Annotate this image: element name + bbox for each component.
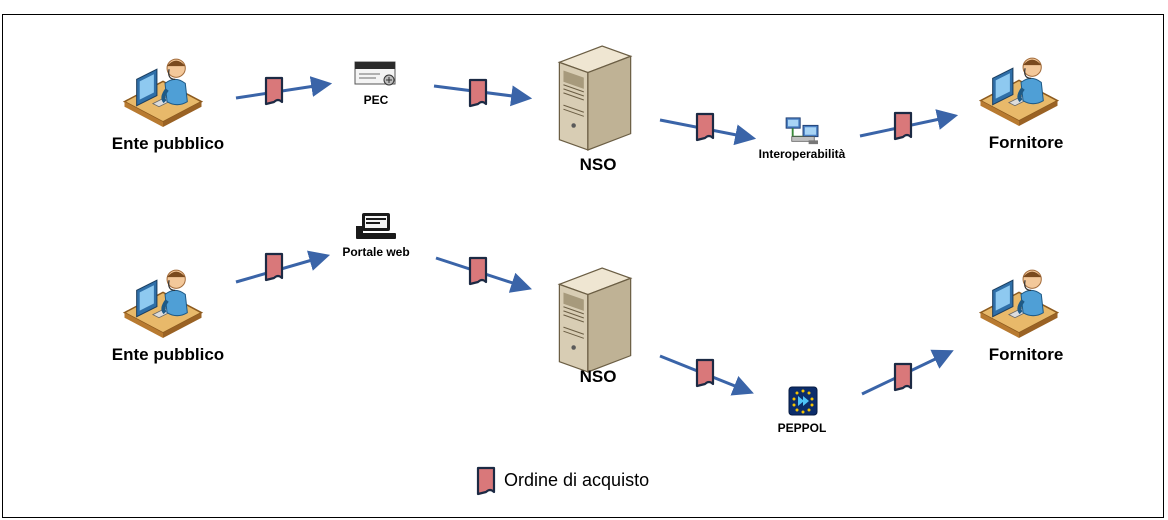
- server-icon: [558, 45, 632, 151]
- network-computers-icon: [785, 116, 819, 146]
- purchase-order-document-icon: [893, 362, 913, 392]
- nso-label: NSO: [580, 367, 617, 386]
- pec-label: PEC: [364, 93, 389, 107]
- ente-pubblico-label: Ente pubblico: [112, 134, 224, 153]
- ente-pubblico-label: Ente pubblico: [112, 345, 224, 364]
- purchase-order-document-icon: [476, 466, 496, 496]
- legend: Ordine di acquisto: [476, 466, 649, 496]
- legend-label: Ordine di acquisto: [504, 470, 649, 490]
- interoperabilita-label: Interoperabilità: [759, 147, 846, 161]
- purchase-order-document-icon: [695, 358, 715, 388]
- row-2: Ente pubblico Portale web NSO PEPPOL For…: [112, 213, 1064, 435]
- purchase-order-document-icon: [264, 76, 284, 106]
- person-at-computer-icon: [980, 270, 1057, 338]
- fornitore-label: Fornitore: [989, 345, 1064, 364]
- person-at-computer-icon: [980, 58, 1057, 126]
- person-at-computer-icon: [124, 270, 201, 338]
- person-at-computer-icon: [124, 59, 201, 127]
- peppol-label: PEPPOL: [778, 421, 827, 435]
- server-icon: [558, 267, 632, 373]
- purchase-order-document-icon: [468, 256, 488, 286]
- portale-web-label: Portale web: [342, 245, 409, 259]
- purchase-order-document-icon: [695, 112, 715, 142]
- nso-label: NSO: [580, 155, 617, 174]
- fornitore-label: Fornitore: [989, 133, 1064, 152]
- pec-mail-icon: [354, 61, 396, 86]
- purchase-order-document-icon: [468, 78, 488, 108]
- purchase-order-document-icon: [893, 111, 913, 141]
- row-1: Ente pubblico PEC NSO Interoperabilità F…: [112, 45, 1064, 174]
- purchase-order-document-icon: [264, 252, 284, 282]
- peppol-logo-icon: [788, 386, 818, 416]
- web-portal-computer-icon: [356, 213, 396, 239]
